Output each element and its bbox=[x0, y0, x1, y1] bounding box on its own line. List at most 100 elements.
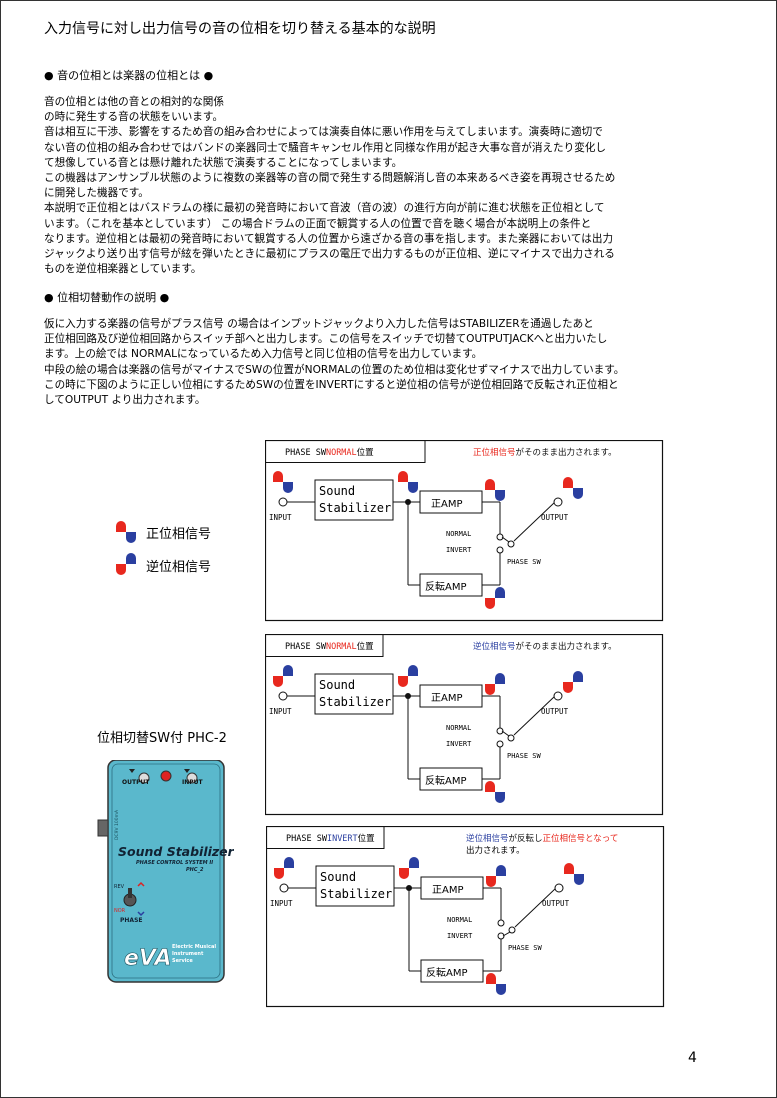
stabilizer-label-stabilizer: Stabilizer bbox=[319, 501, 391, 515]
diagram-header-prefix: PHASE SW bbox=[285, 448, 327, 458]
invert-amp-label: 反転AMP bbox=[426, 967, 468, 979]
input-label: INPUT bbox=[270, 899, 293, 908]
invert-label: INVERT bbox=[446, 740, 472, 748]
switch-contact-normal bbox=[497, 919, 505, 927]
stabilizer-label-sound: Sound bbox=[319, 678, 355, 692]
diagram-header-suffix: 位置 bbox=[358, 833, 376, 844]
note-colored: 逆位相信号 bbox=[473, 641, 516, 652]
diagram-header-prefix: PHASE SW bbox=[285, 642, 327, 652]
product-illustration: OUTPUT INPUT DC9V 100mA Sound Stabilizer… bbox=[97, 760, 234, 983]
product-dc-label: DC9V 100mA bbox=[114, 809, 120, 840]
normal-label: NORMAL bbox=[446, 724, 471, 732]
text-line: なります。逆位相とは最初の発音時において観賞する人の位置から遠ざかる音の事を指し… bbox=[44, 232, 614, 245]
invert-amp-label: 反転AMP bbox=[425, 581, 467, 593]
phase-icon-output bbox=[563, 477, 583, 499]
note-rest: がそのまま出力されます。 bbox=[516, 641, 617, 652]
phase-icon-positive-amp bbox=[486, 865, 506, 887]
legend-negative-label: 逆位相信号 bbox=[146, 560, 212, 575]
switch-contact-invert bbox=[496, 546, 504, 554]
phase-icon-invert-amp bbox=[485, 781, 505, 803]
phase-icon-output bbox=[563, 671, 583, 693]
stabilizer-label-sound: Sound bbox=[320, 870, 356, 884]
section1-heading: ● 音の位相とは楽器の位相とは ● bbox=[44, 69, 214, 82]
text-line: の時に発生する音の状態をいいます。 bbox=[44, 111, 224, 124]
phase-icon-input bbox=[273, 665, 293, 687]
stabilizer-box bbox=[314, 673, 394, 715]
wire bbox=[514, 887, 557, 928]
input-jack bbox=[279, 883, 289, 893]
note-colored: 正位相信号 bbox=[473, 447, 516, 458]
diagram-header-suffix: 位置 bbox=[357, 447, 375, 458]
phase-icon-input bbox=[274, 857, 294, 879]
input-jack bbox=[278, 691, 288, 701]
page-number: 4 bbox=[688, 1050, 697, 1066]
diagram-header-prefix: PHASE SW bbox=[286, 834, 328, 844]
output-label: OUTPUT bbox=[541, 513, 569, 522]
product-input-label: INPUT bbox=[182, 779, 204, 786]
legend-icons bbox=[116, 521, 136, 575]
phase-icon-input bbox=[273, 471, 293, 493]
product-subname: PHASE CONTROL SYSTEM II bbox=[136, 860, 213, 866]
phase-icon-stabilizer bbox=[398, 471, 418, 493]
brand-logo: eVA bbox=[124, 946, 171, 971]
positive-phase-icon bbox=[116, 521, 136, 543]
diagram-header-box bbox=[265, 634, 384, 657]
text-line: ものを逆位相楽器としています。 bbox=[44, 263, 202, 276]
switch-lever bbox=[502, 931, 511, 937]
phase-icon-invert-amp bbox=[486, 973, 506, 995]
brand-text: Electric Musical bbox=[172, 944, 216, 950]
normal-label: NORMAL bbox=[446, 530, 471, 538]
note-rest: が反転し bbox=[509, 833, 543, 844]
text-line: 音の位相とは他の音との相対的な関係 bbox=[44, 96, 224, 108]
negative-phase-icon bbox=[116, 553, 136, 575]
positive-amp-label: 正AMP bbox=[431, 499, 463, 510]
wire bbox=[513, 501, 556, 542]
invert-label: INVERT bbox=[447, 932, 473, 940]
stabilizer-label-sound: Sound bbox=[319, 484, 355, 498]
text-line: 中段の絵の場合は楽器の信号がマイナスでSWの位置がNORMALの位置のため位相は… bbox=[44, 363, 625, 376]
text-line: 音は相互に干渉、影響をするため音の組み合わせによっては演奏自体に悪い作用を与えて… bbox=[44, 126, 603, 139]
output-label: OUTPUT bbox=[541, 707, 569, 716]
switch-contact-normal bbox=[496, 533, 504, 541]
section2-heading: ● 位相切替動作の説明 ● bbox=[44, 291, 170, 304]
product-nor-label: NOR bbox=[114, 908, 126, 914]
output-jack bbox=[554, 883, 564, 893]
section1-body: 音の位相とは他の音との相対的な関係 の時に発生する音の状態をいいます。 音は相互… bbox=[44, 95, 720, 277]
diagram-header-suffix: 位置 bbox=[357, 641, 375, 652]
brand-text: Service bbox=[172, 958, 193, 964]
phase-icon-positive-amp bbox=[485, 673, 505, 695]
stabilizer-label-stabilizer: Stabilizer bbox=[320, 887, 392, 901]
diagram-header-mode: NORMAL bbox=[326, 642, 357, 652]
text-line: ジャックより送り出す信号が絃を弾いたときに最初にプラスの電圧で出力するものが正位… bbox=[44, 248, 615, 261]
text-line: に開発した機器です。 bbox=[44, 187, 149, 200]
output-jack bbox=[553, 691, 563, 701]
diagram-note: 正位相信号がそのまま出力されます。 bbox=[473, 447, 617, 458]
diagram-header-mode: INVERT bbox=[327, 834, 358, 844]
wire bbox=[513, 695, 556, 736]
phase-icon-invert-amp bbox=[485, 587, 505, 609]
phase-icon-stabilizer bbox=[398, 665, 418, 687]
phase-sw-label: PHASE SW bbox=[507, 558, 542, 566]
diagram-note: 逆位相信号が反転し正位相信号となって bbox=[466, 833, 618, 844]
diagram-header-box bbox=[265, 440, 426, 463]
diagram-header-box bbox=[266, 826, 385, 849]
switch-lever bbox=[501, 730, 510, 737]
phase-icon-stabilizer bbox=[399, 857, 419, 879]
page-title: 入力信号に対し出力信号の音の位相を切り替える基本的な説明 bbox=[44, 21, 436, 37]
invert-amp-label: 反転AMP bbox=[425, 775, 467, 787]
section2-body: 仮に入力する楽器の信号がプラス信号 の場合はインプットジャックより入力した信号は… bbox=[44, 317, 720, 408]
positive-amp-label: 正AMP bbox=[432, 885, 464, 896]
text-line: この機器はアンサンブル状態のように複数の楽器等の音の間で発生する問題解消し音の本… bbox=[44, 172, 616, 185]
switch-contact-normal bbox=[496, 727, 504, 735]
switch-contact-invert bbox=[496, 740, 504, 748]
text-line: て想像している音とは懸け離れた状態で演奏することになってしまいます。 bbox=[44, 156, 403, 169]
switch-common bbox=[507, 540, 515, 548]
normal-label: NORMAL bbox=[447, 916, 472, 924]
note-colored-2: 正位相信号となって bbox=[543, 833, 619, 844]
switch-lever bbox=[501, 536, 510, 543]
phase-sw-label: PHASE SW bbox=[507, 752, 542, 760]
phase-sw-label: PHASE SW bbox=[508, 944, 543, 952]
